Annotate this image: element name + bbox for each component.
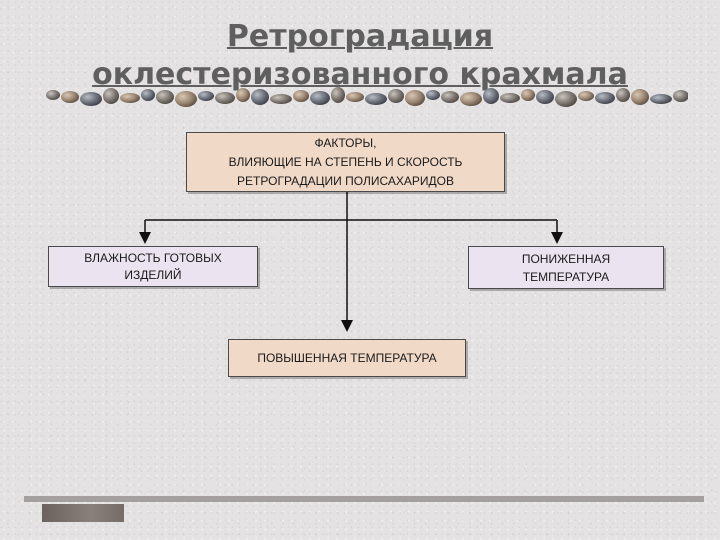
stone xyxy=(405,90,425,106)
root-line-3: РЕТРОГРАДАЦИИ ПОЛИСАХАРИДОВ xyxy=(237,173,454,188)
stone xyxy=(175,91,197,107)
stone xyxy=(46,90,60,100)
stone xyxy=(536,90,554,104)
humidity-line-2: ИЗДЕЛИЙ xyxy=(124,267,182,282)
root-factor-box: ФАКТОРЫ, ВЛИЯЮЩИЕ НА СТЕПЕНЬ И СКОРОСТЬ … xyxy=(186,132,505,192)
stone xyxy=(236,88,250,102)
stone xyxy=(365,93,387,105)
stone xyxy=(198,91,214,101)
low-temperature-box: ПОНИЖЕННАЯ ТЕМПЕРАТУРА xyxy=(468,246,664,289)
stone xyxy=(521,89,535,101)
bottom-divider xyxy=(24,496,704,502)
stone xyxy=(650,94,672,104)
high-temp-label: ПОВЫШЕННАЯ ТЕМПЕРАТУРА xyxy=(257,350,437,365)
high-temperature-box: ПОВЫШЕННАЯ ТЕМПЕРАТУРА xyxy=(228,339,466,377)
stone xyxy=(460,92,482,106)
humidity-line-1: ВЛАЖНОСТЬ ГОТОВЫХ xyxy=(84,250,222,265)
stone xyxy=(331,87,345,103)
stone xyxy=(156,90,174,104)
low-temp-line-2: ТЕМПЕРАТУРА xyxy=(522,269,610,284)
stone xyxy=(215,92,235,104)
stone xyxy=(578,91,594,101)
stone xyxy=(270,94,292,104)
stone xyxy=(555,91,577,107)
stones-divider xyxy=(46,87,688,107)
stone xyxy=(120,93,140,103)
stone xyxy=(483,88,499,104)
stone xyxy=(141,89,155,101)
stone xyxy=(388,89,404,103)
stone xyxy=(293,90,309,102)
humidity-box: ВЛАЖНОСТЬ ГОТОВЫХ ИЗДЕЛИЙ xyxy=(48,246,258,287)
low-temp-line-1: ПОНИЖЕННАЯ xyxy=(521,251,611,266)
slide-title: Ретроградация оклестеризованного крахмал… xyxy=(0,18,720,94)
stone xyxy=(310,91,330,105)
stone xyxy=(500,93,520,103)
stone xyxy=(251,89,269,105)
stone xyxy=(595,92,615,104)
title-line-2: оклестеризованного крахмала xyxy=(92,57,628,92)
stone xyxy=(441,91,459,103)
bottom-accent-block xyxy=(42,504,124,522)
stone xyxy=(631,89,649,105)
stone xyxy=(616,88,630,102)
root-line-2: ВЛИЯЮЩИЕ НА СТЕПЕНЬ И СКОРОСТЬ xyxy=(228,154,463,169)
stone xyxy=(103,88,119,104)
stone xyxy=(346,92,364,102)
stone xyxy=(80,92,102,106)
stone xyxy=(673,90,688,102)
root-line-1: ФАКТОРЫ, xyxy=(314,135,377,150)
stone xyxy=(426,90,440,100)
title-line-1: Ретроградация xyxy=(226,19,494,54)
stone xyxy=(61,91,79,103)
